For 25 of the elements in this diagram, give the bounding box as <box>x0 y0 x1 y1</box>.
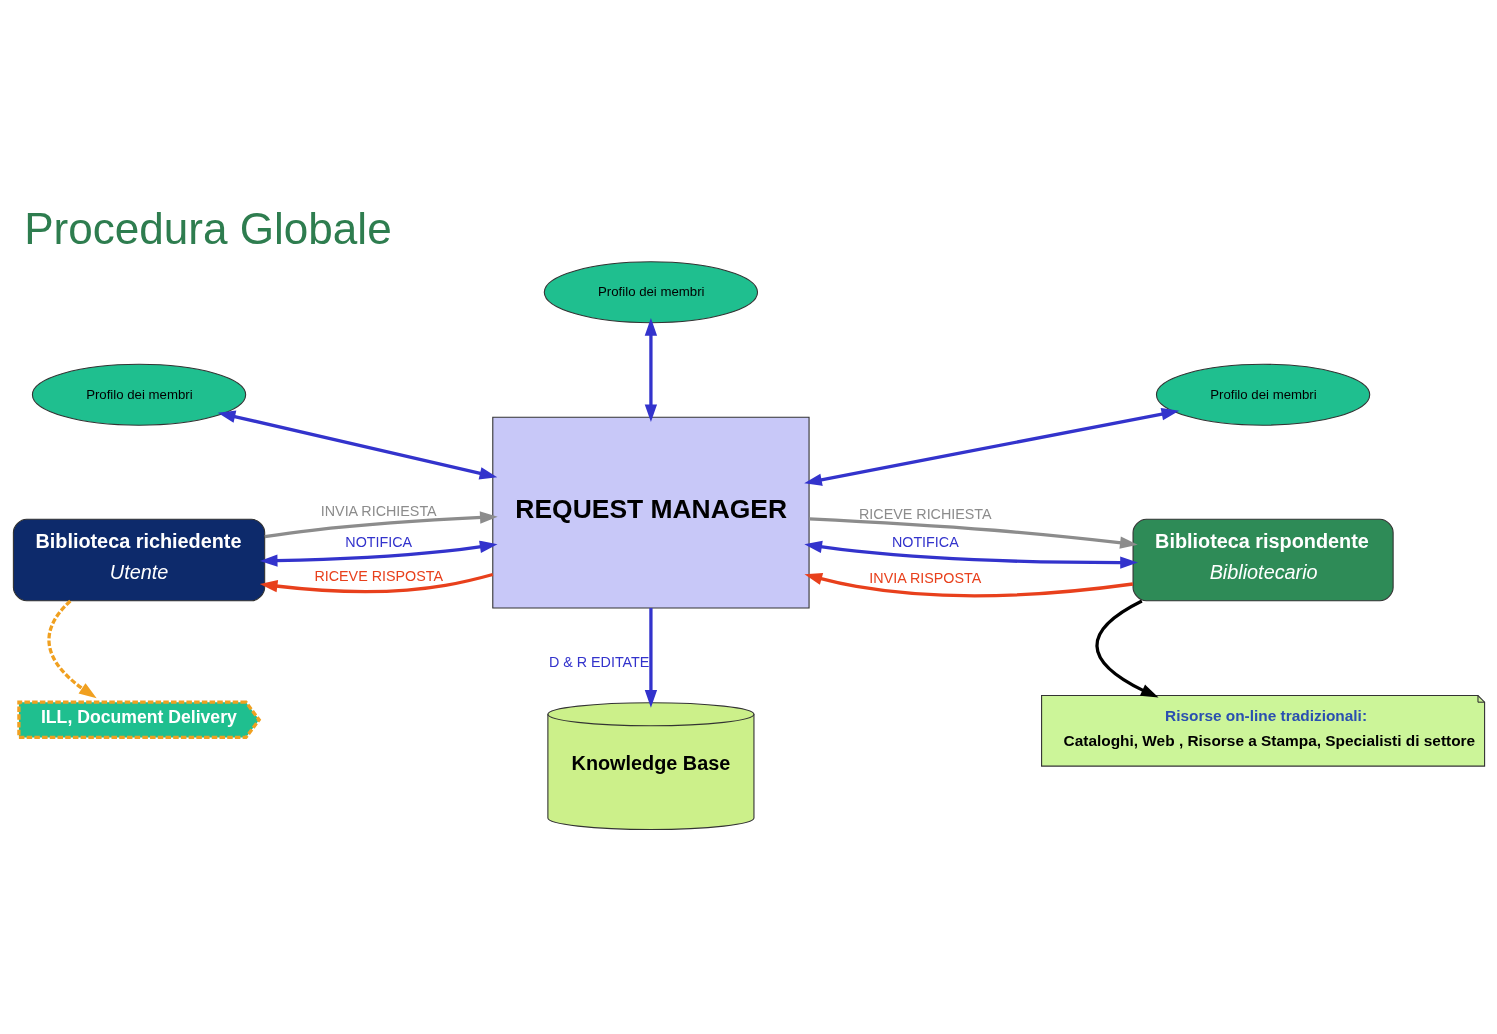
arrow <box>803 408 1179 486</box>
edge-label: INVIA RICHIESTA <box>320 503 437 520</box>
edge-label: NOTIFICA <box>891 534 959 551</box>
arrow <box>259 540 497 567</box>
diagram-title: Procedura Globale <box>23 204 392 254</box>
edge-label: RICEVE RICHIESTA <box>858 505 992 522</box>
arrow <box>644 608 657 708</box>
arrow <box>644 317 657 423</box>
arrow <box>803 572 1133 598</box>
arrow <box>808 517 1138 549</box>
edge-label: NOTIFICA <box>344 534 412 551</box>
arrow <box>217 410 497 480</box>
edge-label: RICEVE RISPOSTA <box>313 568 443 585</box>
arrow <box>259 572 493 594</box>
node-ellipse: Profilo dei membri <box>1155 363 1370 426</box>
edge-label: D & R EDITATE <box>548 654 649 671</box>
arrow <box>1094 599 1159 698</box>
edge-label: INVIA RISPOSTA <box>868 569 981 586</box>
arrow <box>46 599 97 699</box>
node-box: Biblioteca richiedente Utente <box>12 518 265 602</box>
arrow <box>803 540 1138 569</box>
arrow <box>264 511 498 539</box>
node-box: Biblioteca rispondente Bibliotecario <box>1132 518 1394 602</box>
node-ellipse: Profilo dei membri <box>543 261 758 324</box>
node-box: REQUEST MANAGER <box>491 416 810 609</box>
